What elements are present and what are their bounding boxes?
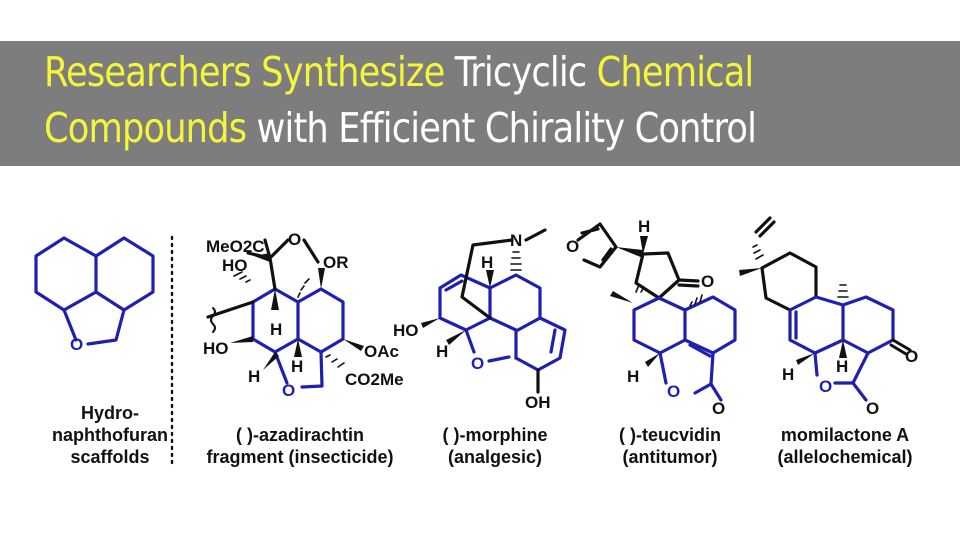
title-segment: Compounds	[44, 104, 257, 152]
structure-morphine: N H HO H O OH	[393, 228, 567, 412]
atom-label: N	[510, 231, 522, 250]
atom-label: H	[627, 367, 639, 386]
atom-label: O	[712, 399, 725, 418]
atom-label: H	[291, 357, 303, 376]
title-banner	[0, 41, 960, 166]
atom-label: O	[288, 230, 301, 249]
caption-line: ( )-teucvidin	[619, 425, 721, 445]
atom-label: O	[701, 272, 714, 291]
atom-label: O	[282, 381, 295, 400]
caption-line: ( )-morphine	[442, 425, 548, 445]
atom-label: H	[638, 217, 650, 236]
caption-scaffold: Hydro- naphthofuran scaffolds	[40, 402, 180, 468]
atom-label: H	[436, 342, 448, 361]
title-segment: Chemical	[596, 48, 755, 96]
atom-label: O	[471, 354, 484, 373]
caption-azadirachtin: ( )-azadirachtin fragment (insecticide)	[200, 424, 400, 468]
caption-line: ( )-azadirachtin	[235, 425, 364, 445]
caption-line: momilactone A	[780, 425, 910, 445]
atom-label: O	[667, 382, 680, 401]
caption-morphine: ( )-morphine (analgesic)	[425, 424, 565, 468]
caption-line: fragment (insecticide)	[206, 447, 394, 467]
structure-momilactone: H H O O O	[739, 216, 918, 418]
caption-line: (antitumor)	[622, 447, 718, 467]
caption-momilactone: momilactone A (allelochemical)	[765, 424, 925, 468]
title-line-1: Researchers Synthesize Tricyclic Chemica…	[44, 52, 754, 93]
atom-label: OH	[525, 393, 551, 412]
atom-label: O	[70, 335, 83, 354]
title-line-2: Compounds with Efficient Chirality Contr…	[44, 108, 757, 149]
atom-label: HO	[222, 256, 248, 275]
title-segment: with Efficient Chirality Control	[256, 104, 757, 152]
atom-label: O	[819, 377, 832, 396]
caption-line: scaffolds	[70, 447, 150, 467]
atom-label: H	[782, 365, 794, 384]
atom-label: OAc	[364, 342, 399, 361]
title-segment: Researchers Synthesize	[44, 48, 455, 96]
caption-line: (analgesic)	[447, 447, 543, 467]
structure-teucvidin: O H O H O O	[566, 217, 737, 418]
atom-label: HO	[393, 321, 419, 340]
atom-label: O	[866, 399, 879, 418]
caption-line: Hydro-	[81, 403, 139, 423]
atom-label: H	[836, 357, 848, 376]
caption-line: naphthofuran	[52, 425, 168, 445]
atom-label: OR	[323, 253, 349, 272]
atom-label: O	[566, 237, 579, 256]
atom-label: HO	[203, 339, 229, 358]
atom-label: MeO2C	[206, 237, 265, 256]
atom-label: H	[481, 253, 493, 272]
title-segment: Tricyclic	[454, 48, 597, 96]
structure-azadirachtin: MeO2C HO O OR H HO H H O OAc CO2Me	[203, 230, 404, 400]
atom-label: CO2Me	[345, 370, 404, 389]
atom-label: H	[248, 367, 260, 386]
atom-label: O	[905, 347, 918, 366]
caption-line: (allelochemical)	[777, 447, 913, 467]
atom-label: H	[270, 320, 282, 339]
structure-scaffold: O	[34, 236, 155, 354]
caption-teucvidin: ( )-teucvidin (antitumor)	[600, 424, 740, 468]
